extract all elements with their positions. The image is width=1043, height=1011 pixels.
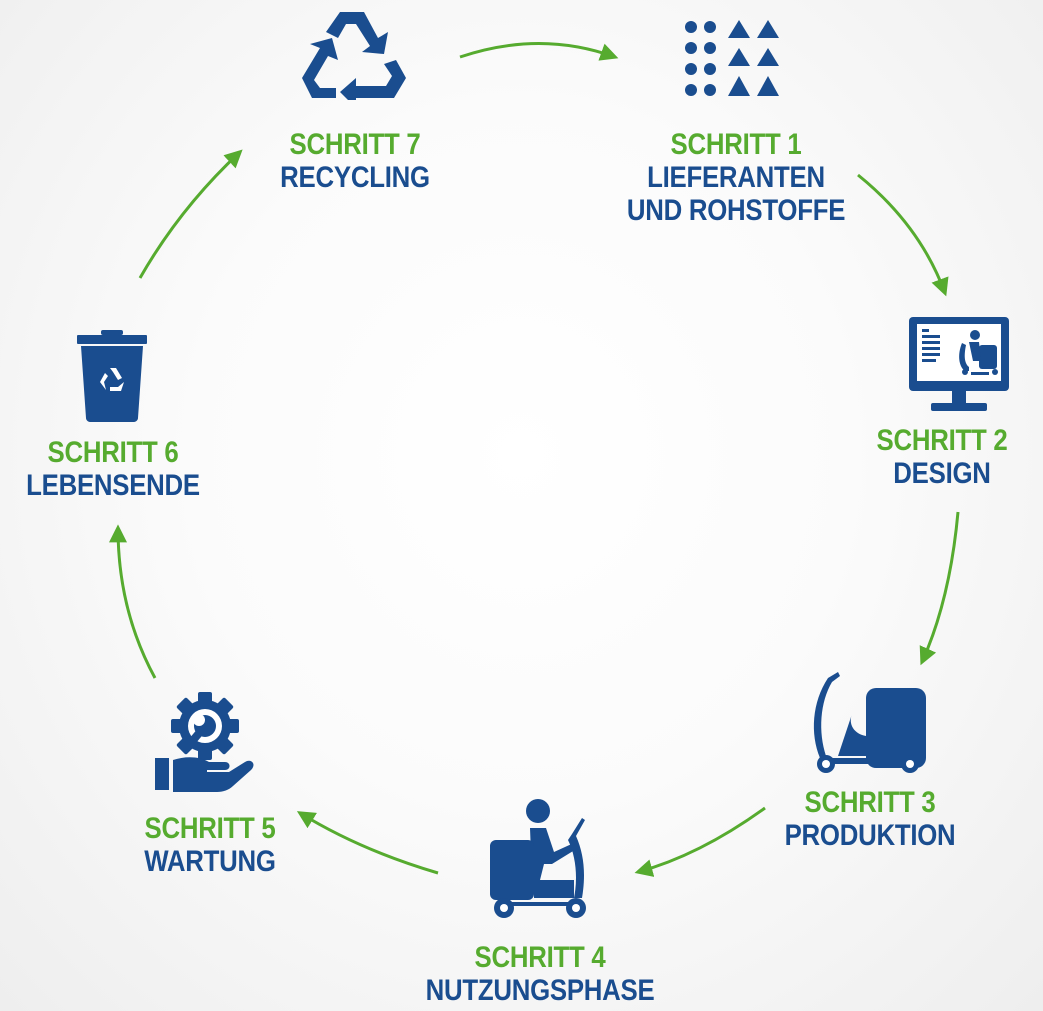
step-5: SCHRITT 5 WARTUNG <box>100 812 320 878</box>
raw-materials-icon <box>685 20 779 96</box>
step-7: SCHRITT 7 RECYCLING <box>245 128 465 194</box>
arrow-7-to-1 <box>459 42 619 61</box>
arrow-1-to-2 <box>857 173 949 297</box>
arrow-5-to-6 <box>109 524 157 679</box>
arrow-2-to-3 <box>919 511 960 666</box>
maintenance-gear-hand-icon <box>155 692 254 792</box>
recycle-arrows-icon <box>302 12 406 100</box>
step-4-title: NUTZUNGSPHASE <box>425 974 655 1007</box>
computer-design-icon <box>909 317 1009 411</box>
arrow-6-to-7 <box>138 149 243 279</box>
step-7-label: SCHRITT 7 <box>289 128 421 161</box>
step-3: SCHRITT 3 PRODUKTION <box>742 786 998 852</box>
step-5-title: WARTUNG <box>144 845 276 878</box>
ride-on-scrubber-icon <box>490 799 586 918</box>
step-2: SCHRITT 2 DESIGN <box>847 424 1037 490</box>
step-2-label: SCHRITT 2 <box>876 424 1008 457</box>
step-1: SCHRITT 1 LIEFERANTEN UND ROHSTOFFE <box>568 128 904 227</box>
step-4-label: SCHRITT 4 <box>474 941 606 974</box>
step-3-title: PRODUKTION <box>784 819 956 852</box>
step-5-label: SCHRITT 5 <box>144 812 276 845</box>
step-2-title: DESIGN <box>893 457 991 490</box>
floor-scrubber-icon <box>813 672 926 773</box>
arrow-4-to-5 <box>296 811 439 875</box>
step-1-title: LIEFERANTEN UND ROHSTOFFE <box>626 161 846 227</box>
step-6-label: SCHRITT 6 <box>47 436 179 469</box>
arrow-3-to-4 <box>634 806 766 877</box>
step-6: SCHRITT 6 LEBENSENDE <box>0 436 226 502</box>
step-4: SCHRITT 4 NUTZUNGSPHASE <box>380 941 700 1007</box>
step-6-title: LEBENSENDE <box>26 469 200 502</box>
recycling-bin-icon <box>77 330 147 422</box>
step-3-label: SCHRITT 3 <box>804 786 936 819</box>
step-1-label: SCHRITT 1 <box>670 128 802 161</box>
step-7-title: RECYCLING <box>280 161 430 194</box>
